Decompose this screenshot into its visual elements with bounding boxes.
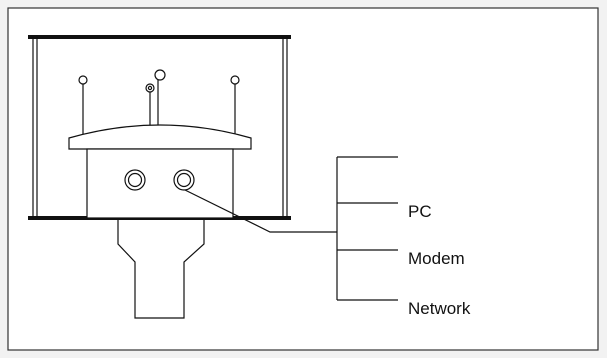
connection-bracket (336, 156, 398, 301)
device-body (86, 148, 234, 219)
pin-4-head (230, 75, 240, 85)
connection-cable (184, 189, 337, 233)
label-modem: Modem (408, 249, 465, 268)
pin-1-head (78, 75, 88, 85)
label-pc: PC (408, 202, 432, 221)
port-left-inner (127, 172, 143, 188)
label-network: Network (408, 299, 471, 318)
device-lid (68, 124, 252, 150)
port-right-inner (176, 172, 192, 188)
pin-3-head (154, 69, 166, 81)
pin-2-center (147, 85, 153, 91)
probe-pins (78, 69, 240, 140)
device-stand (117, 220, 205, 319)
